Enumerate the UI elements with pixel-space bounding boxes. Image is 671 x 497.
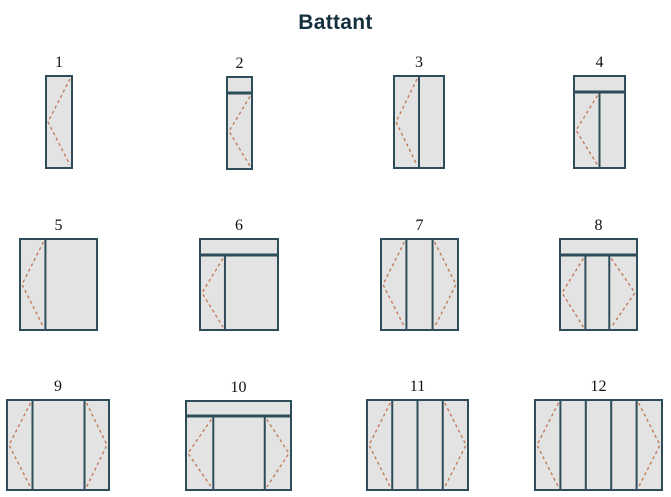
window-drawing [226, 76, 253, 170]
window-option-9: 9 [6, 377, 110, 491]
window-number-label: 10 [230, 379, 247, 396]
window-number-label: 7 [415, 217, 424, 234]
window-number-label: 3 [415, 54, 423, 71]
swing-direction-right [266, 419, 290, 488]
window-option-7: 7 [380, 216, 459, 331]
swing-direction-left [201, 258, 224, 328]
swing-direction-left [8, 402, 32, 488]
swing-direction-left [561, 258, 584, 328]
page-title: Battant [298, 11, 373, 34]
swing-direction-right [444, 402, 467, 488]
swing-direction-left [395, 78, 418, 166]
swing-direction-left [382, 241, 405, 328]
swing-direction-left [228, 96, 251, 167]
swing-direction-left [21, 241, 44, 328]
swing-direction-left [187, 419, 212, 488]
window-drawing [393, 75, 445, 169]
window-frame [226, 76, 253, 170]
swing-direction-right [638, 402, 661, 488]
window-number-label: 9 [54, 378, 62, 395]
window-number-label: 8 [594, 217, 603, 234]
window-frame [559, 238, 638, 331]
window-option-5: 5 [19, 216, 98, 331]
window-option-11: 11 [366, 377, 469, 491]
window-number-label: 11 [409, 378, 426, 395]
window-frame [185, 400, 292, 491]
window-drawing [6, 399, 110, 491]
swing-direction-left [575, 95, 599, 166]
window-option-2: 2 [226, 54, 253, 170]
window-drawing [380, 238, 459, 331]
window-frame [380, 238, 459, 331]
window-number-label: 6 [235, 217, 243, 234]
window-number-label: 12 [590, 378, 607, 395]
window-frame [6, 399, 110, 491]
window-option-4: 4 [573, 53, 626, 169]
window-option-3: 3 [393, 53, 445, 169]
swing-direction-left [47, 78, 71, 166]
window-option-8: 8 [559, 216, 638, 331]
swing-direction-left [368, 402, 391, 488]
window-drawing [559, 238, 638, 331]
window-drawing [185, 400, 292, 491]
window-number-label: 4 [595, 54, 604, 71]
window-drawing [534, 399, 663, 491]
window-option-12: 12 [534, 377, 663, 491]
swing-direction-left [536, 402, 559, 488]
window-frame [45, 75, 73, 169]
window-drawing [366, 399, 469, 491]
window-drawing [199, 238, 279, 331]
window-frame [19, 238, 98, 331]
window-number-label: 1 [55, 54, 63, 71]
swing-direction-right [434, 241, 457, 328]
window-number-label: 5 [54, 217, 63, 234]
window-drawing [19, 238, 98, 331]
swing-direction-right [610, 258, 636, 328]
window-frame [199, 238, 279, 331]
window-drawing [45, 75, 73, 169]
window-drawing [573, 75, 626, 169]
window-option-10: 10 [185, 378, 292, 491]
window-number-label: 2 [235, 55, 244, 72]
window-option-6: 6 [199, 216, 279, 331]
window-option-1: 1 [45, 53, 73, 169]
window-frame [534, 399, 663, 491]
